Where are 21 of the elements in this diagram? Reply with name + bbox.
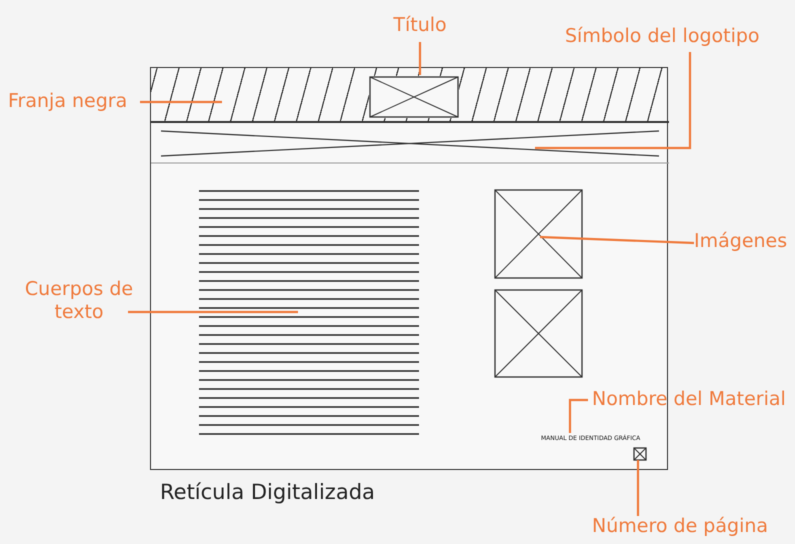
- callout-label: Número de página: [592, 515, 792, 541]
- leader-line: [128, 310, 298, 314]
- callout-label: Franja negra: [8, 90, 140, 116]
- leader-line: [540, 236, 694, 244]
- image-placeholder: [369, 76, 459, 118]
- caption: Retícula Digitalizada: [160, 480, 375, 504]
- image-placeholder: [494, 289, 583, 378]
- page-frame: [150, 67, 668, 470]
- leader-line: [535, 52, 692, 150]
- callout-label: Nombre del Material: [592, 388, 792, 414]
- callout-label: Símbolo del logotipo: [565, 25, 790, 51]
- image-placeholder: [494, 189, 583, 279]
- image-placeholder: [633, 447, 647, 461]
- leader-line: [636, 460, 640, 516]
- leader-line: [140, 100, 222, 104]
- leader-line: [418, 42, 422, 75]
- hatched-stripe: [151, 68, 669, 123]
- callout-label: Cuerpos de texto: [20, 278, 138, 326]
- callout-label: Imágenes: [694, 230, 794, 256]
- leader-line: [568, 398, 588, 433]
- callout-label: Título: [385, 14, 455, 40]
